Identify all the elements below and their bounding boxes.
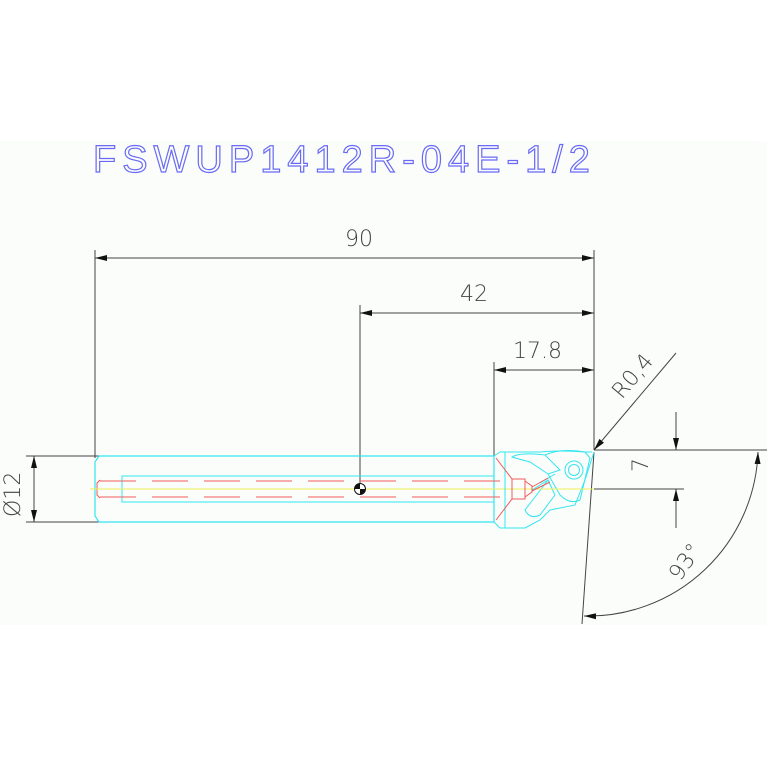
dim-text-90: 90 xyxy=(345,227,373,252)
dim-text-93-deg: 93° xyxy=(664,539,707,585)
tool-head xyxy=(493,450,595,529)
part-number-title: FSWUP1412R-04E-1/2 xyxy=(93,139,596,181)
dimension-tip-offset xyxy=(594,412,767,528)
dimension-corner-radius xyxy=(593,352,677,451)
dimension-lead-angle xyxy=(581,451,761,625)
dimension-head-length xyxy=(493,362,594,456)
dimension-center-to-tip xyxy=(359,305,594,488)
dim-text-42: 42 xyxy=(460,282,488,307)
dimension-shank-diameter xyxy=(26,455,100,523)
dim-text-17-8: 17.8 xyxy=(513,339,562,364)
dim-text-diameter: Ø12 xyxy=(1,472,26,517)
dimension-overall-length xyxy=(94,250,595,458)
tool-shank xyxy=(90,455,594,523)
dim-text-r0-4: R0,4 xyxy=(607,349,658,404)
coolant-nozzle xyxy=(495,457,551,521)
center-of-gravity-icon xyxy=(354,483,366,495)
dim-text-7: 7 xyxy=(629,458,654,472)
